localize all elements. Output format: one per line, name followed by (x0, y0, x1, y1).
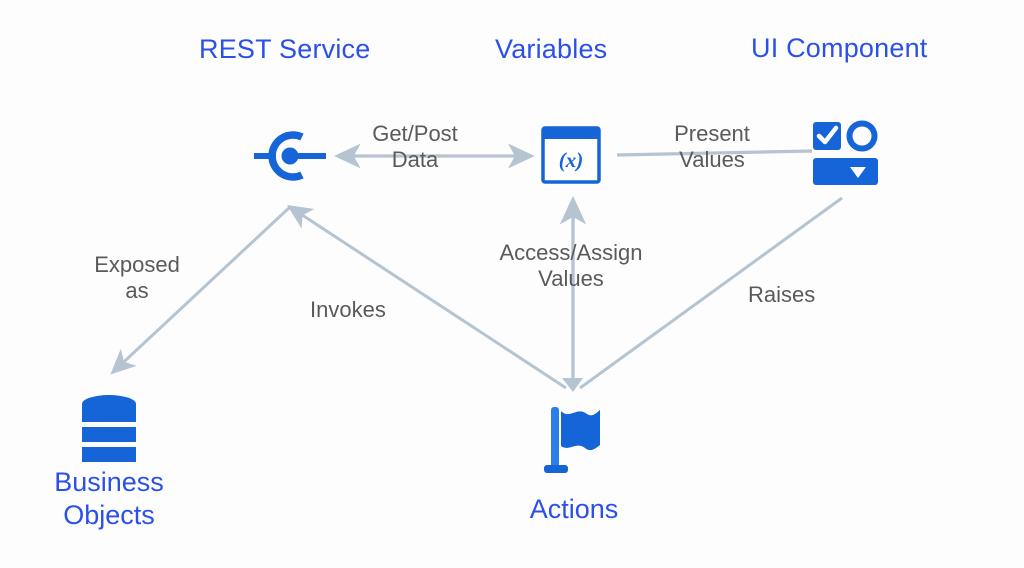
edge-label-exposed-as-line2: as (125, 278, 149, 304)
database-icon (78, 392, 140, 464)
edge-label-get-post-data-line2: Data (391, 147, 439, 173)
edge-convergence-arrowhead (562, 378, 583, 392)
flag-icon (543, 403, 605, 475)
node-title-variables: Variables (495, 34, 608, 64)
edge-label-get-post-data-line1: Get/Post (372, 121, 458, 146)
edge-label-exposed-as-line1: Exposed (94, 252, 180, 277)
node-title-business-objects-line2: Objects (63, 499, 155, 530)
node-title-actions: Actions (529, 494, 619, 524)
edge-label-raises: Raises (748, 282, 816, 307)
rest-service-icon (250, 125, 330, 187)
edge-label-access-assign-values-line1: Access/Assign (499, 240, 643, 265)
edge-label-invokes: Invokes (310, 297, 386, 322)
node-title-business-objects: Business Objects (20, 466, 198, 532)
node-title-ui-component: UI Component (751, 33, 928, 63)
edge-label-get-post-data: Get/Post Data (356, 121, 474, 174)
edge-label-present-values: Present Values (653, 121, 771, 174)
edge-label-present-values-line1: Present (674, 121, 750, 146)
variables-icon: (x) (541, 126, 601, 184)
node-title-rest-service: REST Service (199, 34, 371, 64)
edge-label-exposed-as: Exposed as (78, 252, 196, 305)
node-title-business-objects-line1: Business (54, 467, 164, 497)
svg-text:(x): (x) (559, 148, 584, 172)
edge-label-access-assign-values-line2: Values (538, 266, 604, 292)
edge-label-present-values-line2: Values (679, 147, 745, 173)
edge-label-access-assign-values: Access/Assign Values (485, 240, 657, 293)
ui-component-icon (811, 120, 881, 188)
